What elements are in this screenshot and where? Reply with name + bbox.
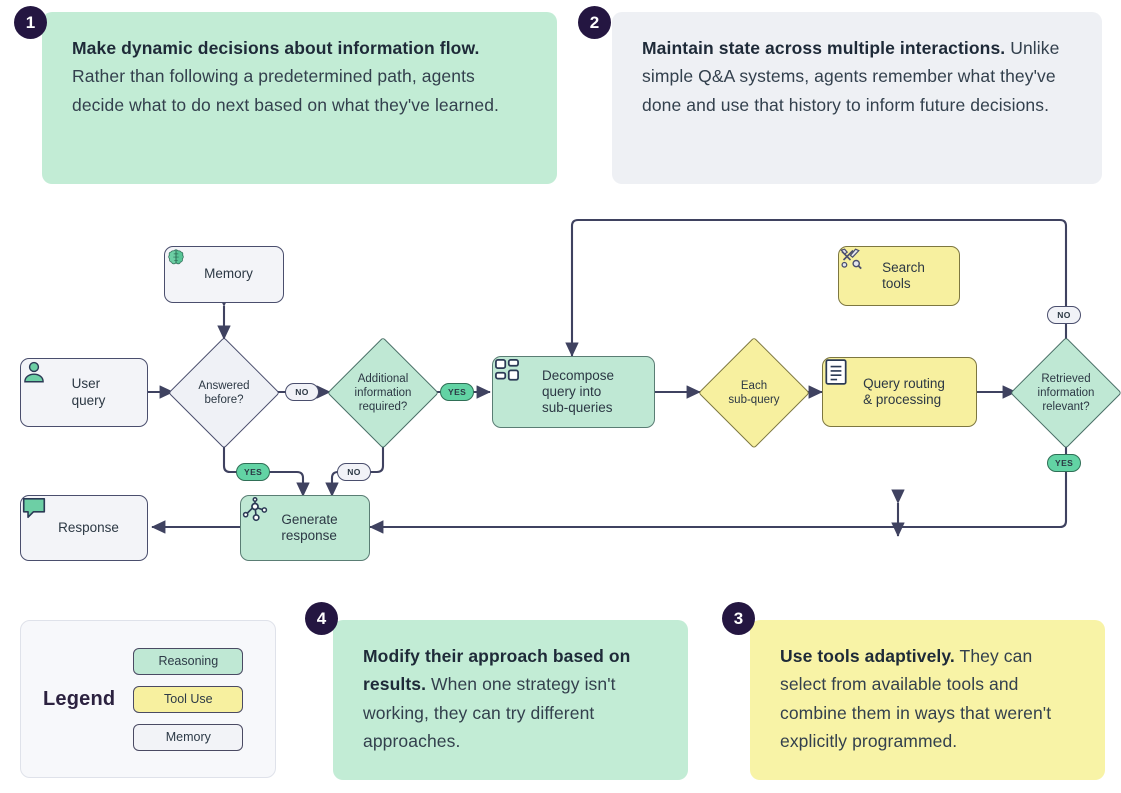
edge-label-retrieved-yes: YES (1047, 454, 1082, 472)
card-3-body: They can select from available tools and… (780, 646, 1052, 752)
edge-label-answered-no: NO (285, 383, 319, 401)
card-2-body: Unlike simple Q&A systems, agents rememb… (642, 38, 1060, 115)
node-query-routing-label: Query routing & processing (863, 375, 945, 407)
info-card-1: Make dynamic decisions about information… (42, 12, 557, 184)
legend-panel: Legend Reasoning Tool Use Memory (20, 620, 276, 778)
node-response[interactable]: Response (20, 495, 148, 561)
diamond-shape (698, 337, 810, 449)
node-search-tools[interactable]: Search tools (838, 246, 960, 306)
diamond-shape (168, 337, 280, 449)
node-memory[interactable]: Memory (164, 246, 284, 303)
card-4-lead: Modify their approach based on results. (363, 646, 631, 695)
card-badge-2: 2 (578, 6, 611, 39)
card-badge-4: 4 (305, 602, 338, 635)
node-answered-before[interactable]: Answered before? (168, 337, 280, 449)
card-1-body: Rather than following a predetermined pa… (72, 66, 499, 115)
node-memory-label: Memory (204, 266, 253, 282)
card-badge-1: 1 (14, 6, 47, 39)
legend-item-reasoning: Reasoning (133, 647, 244, 675)
node-retrieved-relevant[interactable]: Retrieved information relevant? (1010, 337, 1121, 449)
node-additional-info[interactable]: Additional information required? (327, 337, 439, 449)
edge-label-additional-no: NO (337, 463, 371, 481)
node-decompose-query-label: Decompose query into sub-queries (541, 367, 615, 416)
card-badge-3: 3 (722, 602, 755, 635)
info-card-4: Modify their approach based on results. … (333, 620, 688, 780)
node-generate-response[interactable]: Generate response (240, 495, 370, 561)
node-generate-response-label: Generate response (281, 511, 338, 543)
node-decompose-query[interactable]: Decompose query into sub-queries (492, 356, 655, 428)
card-2-lead: Maintain state across multiple interacti… (642, 38, 1006, 58)
card-1-lead: Make dynamic decisions about information… (72, 38, 480, 58)
legend-swatches: Reasoning Tool Use Memory (133, 647, 244, 751)
info-card-3: Use tools adaptively. They can select fr… (750, 620, 1105, 780)
diamond-shape (1010, 337, 1121, 449)
legend-title: Legend (43, 687, 116, 710)
node-user-query[interactable]: User query (20, 358, 148, 427)
node-search-tools-label: Search tools (882, 259, 925, 291)
flowchart: Memory User query Answered before? NO Ad… (0, 196, 1121, 606)
edge-label-additional-yes: YES (440, 383, 475, 401)
node-user-query-label: User query (71, 376, 106, 408)
edge-label-retrieved-no: NO (1047, 306, 1081, 324)
card-3-lead: Use tools adaptively. (780, 646, 955, 666)
node-each-subquery[interactable]: Each sub-query (698, 337, 810, 449)
node-query-routing[interactable]: Query routing & processing (822, 357, 977, 427)
legend-item-tool-use: Tool Use (133, 685, 244, 713)
node-response-label: Response (58, 519, 119, 535)
info-card-2: Maintain state across multiple interacti… (612, 12, 1102, 184)
diamond-shape (327, 337, 439, 449)
legend-item-memory: Memory (133, 723, 244, 751)
edge-label-answered-yes: YES (236, 463, 271, 481)
card-4-body: When one strategy isn't working, they ca… (363, 674, 616, 752)
